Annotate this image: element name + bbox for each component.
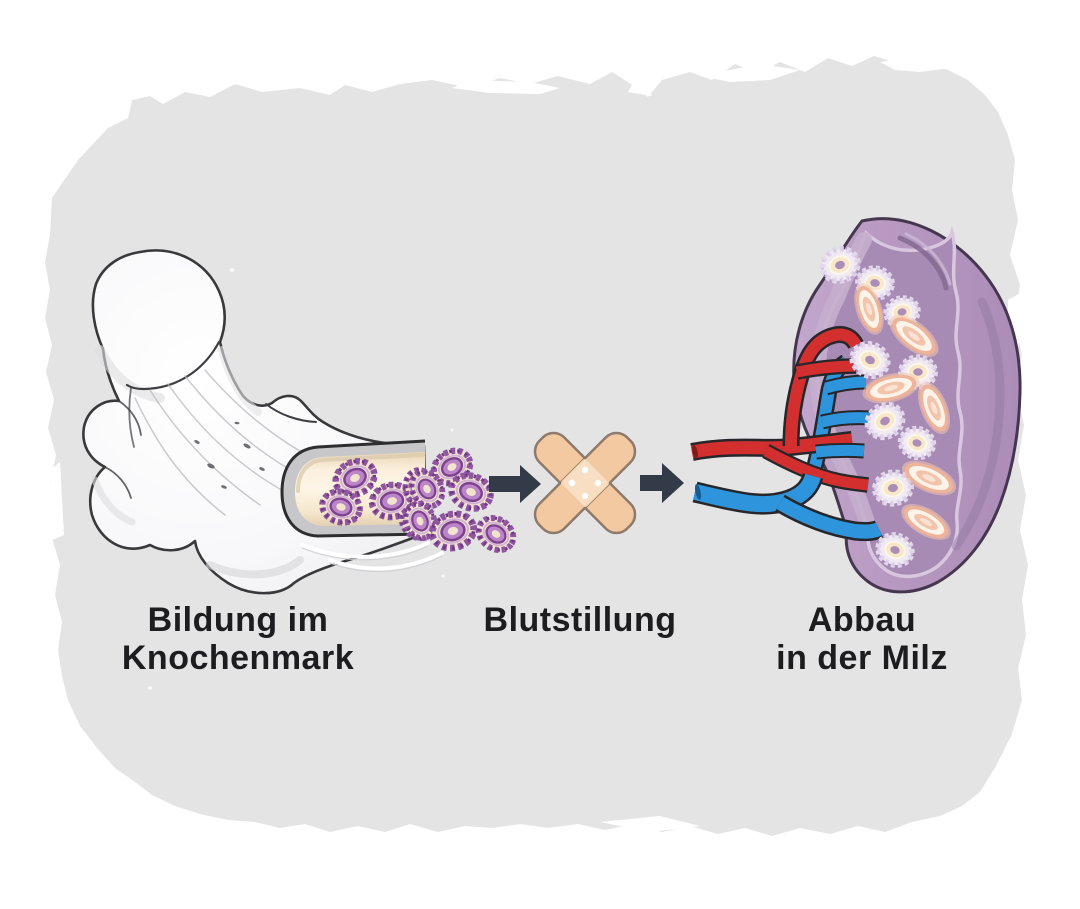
bone-shading xyxy=(218,346,262,416)
bone-fleck xyxy=(194,440,200,444)
periosteum-wisp xyxy=(329,555,443,573)
artery-vessel xyxy=(795,360,857,378)
bone-marrow-canal xyxy=(280,439,439,545)
bone-fleck xyxy=(207,463,215,469)
torn-edge-streak xyxy=(880,56,950,72)
bone-fleck xyxy=(221,485,227,489)
bone-shading xyxy=(95,345,165,403)
bone-with-marrow-and-platelets-icon xyxy=(82,249,444,595)
cortical-ring-outline xyxy=(280,439,426,538)
artery-vessel xyxy=(690,433,853,459)
periosteum-wisp xyxy=(328,551,444,571)
bandage-pad-dot xyxy=(581,492,589,500)
spleen-right-shade xyxy=(951,297,1005,551)
paper-speck xyxy=(450,428,454,432)
stage-label-hemostasis: Blutstillung xyxy=(400,601,760,639)
label-line: Blutstillung xyxy=(483,601,677,639)
femoral-neck-crease xyxy=(125,340,221,391)
periosteum-wisp xyxy=(301,545,429,561)
torn-edge-streak xyxy=(600,816,700,832)
vein-vessel xyxy=(824,376,867,394)
crossed-bandages-icon xyxy=(533,431,637,535)
bone-fiber xyxy=(149,389,261,506)
artery-vessel xyxy=(763,446,869,491)
label-line: Knochenmark xyxy=(121,639,355,677)
torn-edge-streak xyxy=(700,64,800,82)
periosteum-wisp xyxy=(300,541,430,559)
paper-speck xyxy=(441,574,445,578)
artery-opening xyxy=(692,445,698,459)
bone-fleck xyxy=(243,443,251,449)
torn-edge-streak xyxy=(628,70,652,96)
right-arrow-icon xyxy=(640,463,684,503)
bone-fleck xyxy=(259,467,265,471)
marrow-inner-shadow xyxy=(296,453,425,493)
bone-fiber xyxy=(134,397,226,516)
trochanter-crease xyxy=(104,466,132,499)
bone-fiber xyxy=(167,383,286,493)
vein-vessel xyxy=(776,496,883,539)
vein-opening xyxy=(694,484,702,500)
capsule-fold-line xyxy=(897,235,949,291)
torn-edge-streak xyxy=(452,80,560,94)
vein-vessel xyxy=(815,444,865,458)
bandage-pad-dot xyxy=(594,479,602,487)
capsule-fold-highlight xyxy=(904,232,952,286)
artery-vessel xyxy=(785,328,862,447)
trochanter-crease xyxy=(118,400,142,436)
bandage-pad-dot xyxy=(568,479,576,487)
stage-label-bone-marrow: Bildung im Knochenmark xyxy=(58,601,418,677)
label-line: Abbau xyxy=(807,601,917,639)
label-line: Bildung im xyxy=(147,601,329,639)
label-line: in der Milz xyxy=(776,639,948,677)
bandage-pad-dot xyxy=(581,466,589,474)
bone-fleck xyxy=(234,421,240,425)
bump-underline xyxy=(265,403,317,423)
bone-shading xyxy=(206,556,304,579)
right-arrow-icon xyxy=(489,465,541,503)
neck-inner-line xyxy=(128,387,135,448)
torn-edge-streak xyxy=(50,462,64,540)
blood-vessels xyxy=(690,326,884,542)
bandage-pad xyxy=(560,458,610,508)
paper-speck xyxy=(148,686,152,690)
stage-label-spleen: Abbau in der Milz xyxy=(682,601,1042,677)
paper-speck xyxy=(230,268,234,272)
bone-shading xyxy=(91,476,136,526)
vein-vessel xyxy=(820,412,871,428)
